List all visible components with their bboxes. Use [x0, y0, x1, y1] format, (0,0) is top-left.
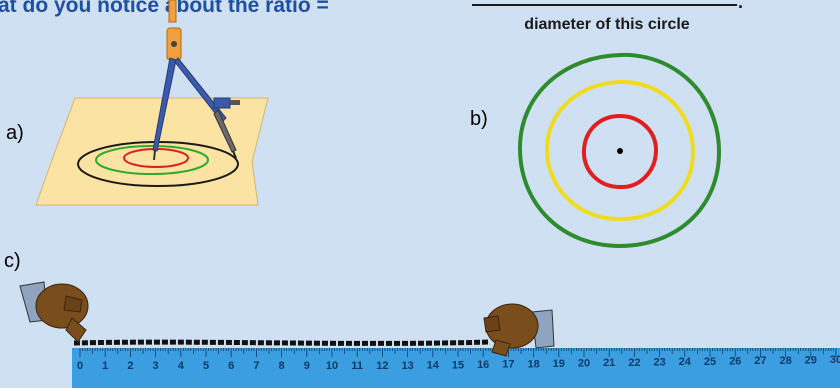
right-hand	[483, 303, 555, 357]
yellow-ring	[544, 79, 696, 222]
ruler-number: 7	[253, 360, 259, 372]
ruler-number: 26	[729, 355, 741, 367]
ruler-number: 0	[77, 360, 83, 372]
string	[73, 339, 491, 346]
ruler-number: 25	[704, 356, 716, 368]
ruler-number: 11	[351, 360, 363, 372]
ruler-number: 16	[477, 359, 489, 371]
ruler-number: 12	[376, 360, 388, 372]
green-ring	[517, 52, 722, 249]
ruler-number: 19	[553, 358, 565, 370]
ruler-number: 18	[527, 358, 539, 370]
ruler-number: 22	[628, 357, 640, 369]
fraction-denominator: diameter of this circle	[524, 16, 690, 33]
ruler-number: 2	[127, 360, 133, 372]
ruler-number: 3	[153, 360, 159, 372]
ruler-number: 15	[452, 359, 464, 371]
ruler-number: 9	[304, 360, 310, 372]
label-b: b)	[470, 108, 488, 130]
ratio-question: at do you notice about the ratio =	[0, 0, 329, 17]
label-c: c)	[4, 250, 21, 272]
ruler-number: 4	[178, 360, 185, 372]
ruler-number: 20	[578, 358, 590, 370]
ruler-number: 1	[102, 360, 108, 372]
ruler-number: 27	[754, 355, 766, 367]
fraction-bar	[472, 4, 737, 6]
ruler-number: 8	[279, 360, 285, 372]
compass-tool	[152, 0, 240, 161]
center-dot	[617, 148, 623, 154]
left-hand	[19, 281, 89, 343]
ruler	[72, 348, 840, 388]
ruler-number: 24	[679, 356, 692, 368]
ruler-number: 21	[603, 357, 615, 369]
label-a: a)	[6, 122, 24, 144]
ruler-ticks	[79, 348, 837, 357]
fraction-period: .	[738, 0, 744, 12]
ruler-number: 30	[830, 354, 840, 366]
ruler-number: 6	[228, 360, 234, 372]
ruler-number: 5	[203, 360, 209, 372]
red-ring	[581, 113, 659, 190]
ruler-number: 17	[502, 359, 514, 371]
middle-green-circle	[95, 145, 209, 175]
ruler-number: 13	[401, 360, 413, 372]
ruler-number: 14	[427, 360, 440, 372]
heading: at do you notice about the ratio = .	[0, 0, 840, 26]
ruler-number: 28	[779, 355, 791, 367]
ruler-number: 10	[326, 360, 338, 372]
ruler-number: 29	[805, 354, 817, 366]
ruler-number: 23	[653, 357, 665, 369]
